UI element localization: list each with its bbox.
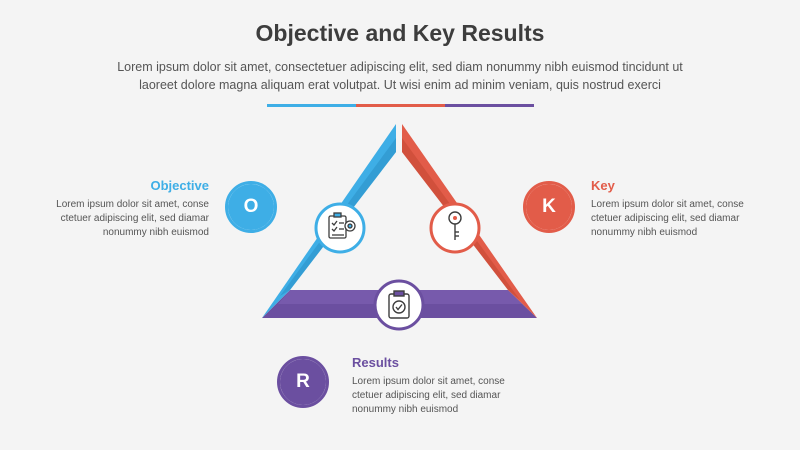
- page-subtitle: Lorem ipsum dolor sit amet, consectetuer…: [40, 58, 760, 94]
- key-label: Key: [591, 178, 615, 193]
- objective-label: Objective: [150, 178, 209, 193]
- subtitle-line-1: Lorem ipsum dolor sit amet, consectetuer…: [117, 60, 683, 74]
- divider-red: [356, 104, 445, 107]
- checklist-target-icon: [328, 212, 356, 239]
- objective-description: Lorem ipsum dolor sit amet, conse ctetue…: [29, 198, 209, 240]
- clipboard-check-icon: [388, 290, 410, 319]
- key-desc-line-2: ctetuer adipiscing elit, sed diamar: [591, 213, 740, 224]
- objective-icon-circle: [314, 202, 366, 254]
- key-desc-line-1: Lorem ipsum dolor sit amet, conse: [591, 199, 744, 210]
- key-badge: K: [526, 184, 572, 230]
- objective-desc-line-2: ctetuer adipiscing elit, sed diamar: [60, 213, 209, 224]
- key-desc-line-3: nonummy nibh euismod: [591, 227, 698, 238]
- divider-blue: [267, 104, 356, 107]
- objective-desc-line-3: nonummy nibh euismod: [102, 227, 209, 238]
- divider-purple: [445, 104, 534, 107]
- results-label: Results: [352, 355, 399, 370]
- key-description: Lorem ipsum dolor sit amet, conse ctetue…: [591, 198, 771, 240]
- results-desc-line-1: Lorem ipsum dolor sit amet, conse: [352, 376, 505, 387]
- results-desc-line-2: ctetuer adipiscing elit, sed diamar: [352, 390, 501, 401]
- key-icon: [448, 211, 462, 240]
- results-badge: R: [280, 359, 326, 405]
- results-desc-line-3: nonummy nibh euismod: [352, 404, 459, 415]
- objective-desc-line-1: Lorem ipsum dolor sit amet, conse: [56, 199, 209, 210]
- results-description: Lorem ipsum dolor sit amet, conse ctetue…: [352, 375, 532, 417]
- subtitle-line-2: laoreet dolore magna aliquam erat volutp…: [139, 78, 661, 92]
- objective-badge: O: [228, 184, 274, 230]
- results-icon-circle: [373, 279, 425, 331]
- page-title: Objective and Key Results: [255, 20, 545, 46]
